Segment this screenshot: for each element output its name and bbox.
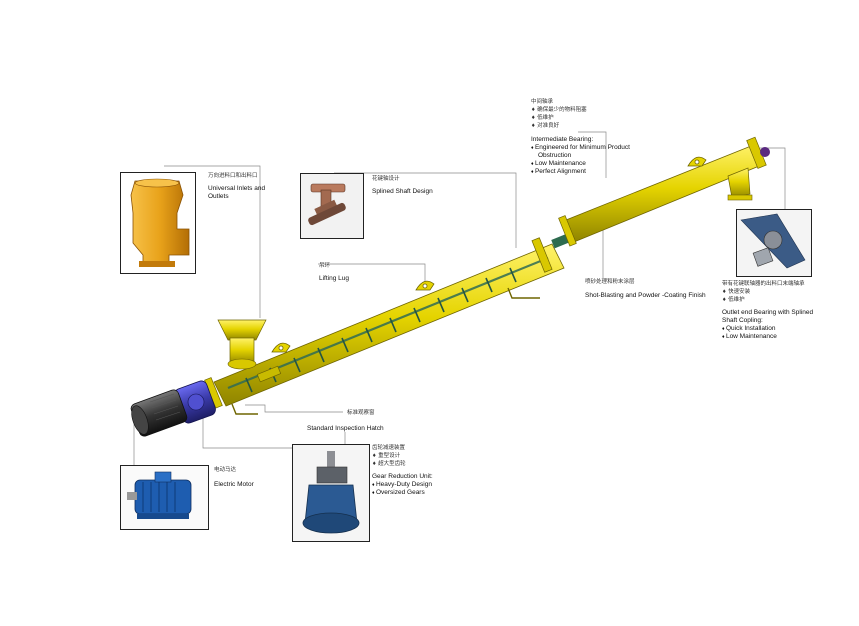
intermediate-en-list: Engineered for Minimum Product bbox=[531, 144, 630, 152]
gear-reducer-photo bbox=[292, 444, 370, 542]
flight-ticks bbox=[245, 267, 517, 393]
outlet-bearing-en-item: Quick Installation bbox=[722, 325, 813, 333]
label-intermediate-bearing: 中间轴承 确保最少的物料阻塞 低维护 对准良好 Intermediate Bea… bbox=[531, 98, 630, 176]
intermediate-en-item: Engineered for Minimum Product bbox=[531, 144, 630, 152]
label-universal-inlets: 万向进料口和出料口 Universal Inlets and Outlets bbox=[208, 172, 265, 201]
gear-cn-item: 重型设计 bbox=[372, 452, 433, 460]
label-finish: 喷砂处理和粉末涂层 Shot-Blasting and Powder -Coat… bbox=[585, 278, 706, 300]
label-finish-en: Shot-Blasting and Powder -Coating Finish bbox=[585, 292, 706, 299]
motor-shape bbox=[130, 389, 188, 437]
inlet-hopper bbox=[217, 319, 267, 370]
label-outlet-bearing-cn: 带有花键联轴器的出料口末端轴承 bbox=[722, 281, 805, 287]
conveyor-tube-upper bbox=[558, 136, 770, 247]
gear-en-item: Heavy-Duty Design bbox=[372, 481, 433, 489]
outlet-bearing-cn-item: 低维护 bbox=[722, 296, 813, 304]
hopper-photo bbox=[120, 172, 196, 274]
gear-cn-list: 重型设计 超大型齿轮 bbox=[372, 452, 433, 468]
label-outlet-bearing-en-2: Shaft Copling: bbox=[722, 317, 763, 324]
intermediate-en-item-cont: Obstruction bbox=[538, 152, 572, 159]
intermediate-en-list-2: Low Maintenance Perfect Alignment bbox=[531, 160, 630, 176]
label-motor-en: Electric Motor bbox=[214, 481, 254, 488]
intermediate-cn-item: 低维护 bbox=[531, 114, 630, 122]
support-feet bbox=[231, 287, 540, 415]
conveyor-tube-lower bbox=[204, 237, 565, 409]
outlet-bearing-cn-list: 快速安装 低维护 bbox=[722, 288, 813, 304]
intermediate-cn-item: 对准良好 bbox=[531, 122, 630, 130]
motor-photo bbox=[120, 465, 209, 530]
outlet-bearing-en-list: Quick Installation Low Maintenance bbox=[722, 325, 813, 341]
label-universal-inlets-en-2: Outlets bbox=[208, 193, 229, 200]
label-motor-cn: 电动马达 bbox=[214, 467, 237, 473]
label-outlet-bearing-en-1: Outlet end Bearing with Splined bbox=[722, 309, 814, 316]
label-outlet-bearing: 带有花键联轴器的出料口末端轴承 快速安装 低维护 Outlet end Bear… bbox=[722, 280, 813, 341]
screw-flights bbox=[227, 256, 549, 390]
label-universal-inlets-en-1: Universal Inlets and bbox=[208, 185, 266, 192]
label-finish-cn: 喷砂处理和粉末涂层 bbox=[585, 279, 635, 285]
label-lifting-lug-cn: 吊环 bbox=[319, 263, 331, 269]
label-gear-cn: 齿轮减速装置 bbox=[372, 445, 406, 451]
splined-shaft-photo bbox=[300, 173, 364, 239]
leader-lines bbox=[133, 131, 786, 468]
gear-en-list: Heavy-Duty Design Oversized Gears bbox=[372, 481, 433, 497]
intermediate-en-item: Low Maintenance bbox=[531, 160, 630, 168]
label-hatch-en: Standard Inspection Hatch bbox=[307, 425, 384, 432]
label-gear-reduction: 齿轮减速装置 重型设计 超大型齿轮 Gear Reduction Unit: H… bbox=[372, 444, 433, 497]
electric-motor-icon bbox=[121, 466, 208, 529]
lifting-lugs bbox=[271, 156, 707, 353]
outlet-bearing-cn-item: 快速安装 bbox=[722, 288, 813, 296]
label-inspection-hatch: 标准观察窗 Standard Inspection Hatch bbox=[307, 409, 384, 433]
label-splined-shaft-cn: 花键轴设计 bbox=[372, 176, 400, 182]
gear-en-item: Oversized Gears bbox=[372, 489, 433, 497]
gear-reducer-icon bbox=[293, 445, 369, 541]
outlet-bearing-en-item: Low Maintenance bbox=[722, 333, 813, 341]
label-intermediate-cn: 中间轴承 bbox=[531, 99, 554, 105]
label-electric-motor: 电动马达 Electric Motor bbox=[214, 466, 254, 489]
label-splined-shaft-en: Splined Shaft Design bbox=[372, 188, 433, 195]
label-lifting-lug: 吊环 Lifting Lug bbox=[319, 262, 349, 283]
label-hatch-cn: 标准观察窗 bbox=[347, 410, 375, 416]
label-universal-inlets-cn: 万向进料口和出料口 bbox=[208, 173, 258, 179]
outlet-bearing-photo bbox=[736, 209, 812, 277]
label-splined-shaft: 花键轴设计 Splined Shaft Design bbox=[372, 175, 433, 196]
inspection-hatch-shape bbox=[256, 365, 282, 383]
intermediate-cn-item: 确保最少的物料阻塞 bbox=[531, 106, 630, 114]
orange-hopper-icon bbox=[130, 178, 190, 267]
intermediate-en-item: Perfect Alignment bbox=[531, 168, 630, 176]
gear-cn-item: 超大型齿轮 bbox=[372, 460, 433, 468]
splined-shaft-icon bbox=[301, 174, 363, 238]
label-intermediate-en: Intermediate Bearing: bbox=[531, 136, 594, 143]
label-lifting-lug-en: Lifting Lug bbox=[319, 275, 349, 282]
label-gear-en: Gear Reduction Unit: bbox=[372, 473, 433, 480]
outlet-bearing-icon bbox=[737, 210, 811, 276]
intermediate-cn-list: 确保最少的物料阻塞 低维护 对准良好 bbox=[531, 106, 630, 130]
